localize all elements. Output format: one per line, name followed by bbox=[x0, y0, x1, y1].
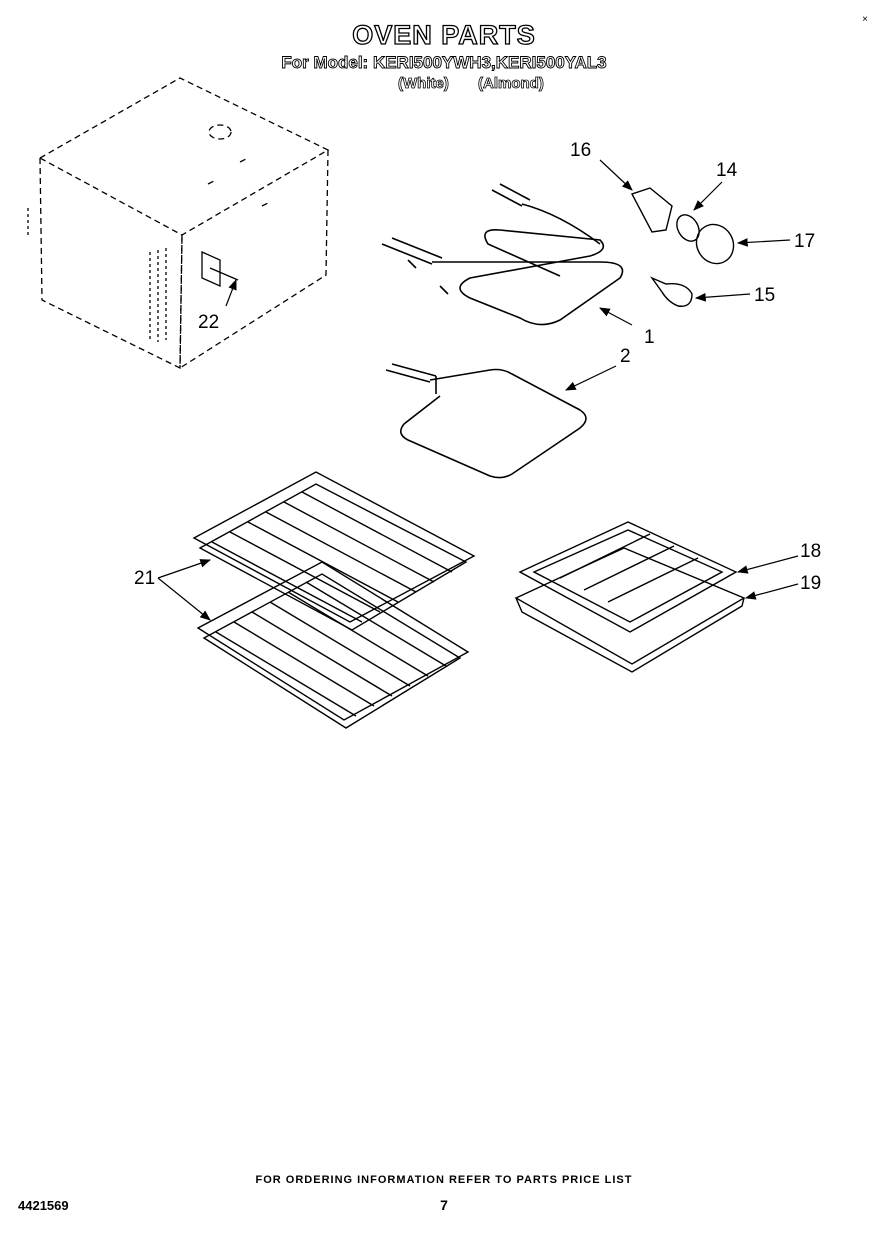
callout-21: 21 bbox=[134, 568, 155, 589]
callout-14: 14 bbox=[716, 160, 738, 181]
callout-1: 1 bbox=[644, 327, 655, 348]
color-label-white: (White) bbox=[398, 75, 450, 93]
oven-racks-part-21 bbox=[192, 471, 476, 729]
gasket-part-14 bbox=[676, 214, 700, 242]
callout-15: 15 bbox=[754, 285, 775, 306]
page-number: 7 bbox=[440, 1197, 448, 1213]
model-line: For Model: KERI500YWH3,KERI500YAL3 bbox=[281, 53, 607, 73]
ordering-note: FOR ORDERING INFORMATION REFER TO PARTS … bbox=[255, 1174, 633, 1186]
callout-16: 16 bbox=[570, 140, 591, 161]
bulb-part-15 bbox=[649, 276, 693, 307]
callout-19: 19 bbox=[800, 573, 821, 594]
oven-cavity bbox=[27, 77, 330, 370]
callout-2: 2 bbox=[620, 346, 631, 367]
lens-part-17 bbox=[695, 223, 735, 265]
light-assembly bbox=[630, 187, 735, 307]
bake-element-part-2 bbox=[385, 363, 587, 479]
callout-18: 18 bbox=[800, 541, 821, 562]
corner-mark: × bbox=[862, 14, 868, 25]
document-number: 4421569 bbox=[18, 1198, 69, 1213]
callout-22: 22 bbox=[198, 312, 219, 333]
broil-element-part-1 bbox=[381, 183, 624, 326]
broiler-grid-part-18 bbox=[518, 521, 738, 633]
bracket-part-22 bbox=[201, 250, 239, 288]
leader-lines bbox=[157, 159, 799, 621]
light-socket-part-16 bbox=[630, 187, 673, 233]
broiler-pan-parts bbox=[514, 521, 746, 673]
color-label-almond: (Almond) bbox=[478, 75, 545, 93]
callout-17: 17 bbox=[794, 231, 815, 252]
page-title: OVEN PARTS bbox=[352, 19, 536, 50]
